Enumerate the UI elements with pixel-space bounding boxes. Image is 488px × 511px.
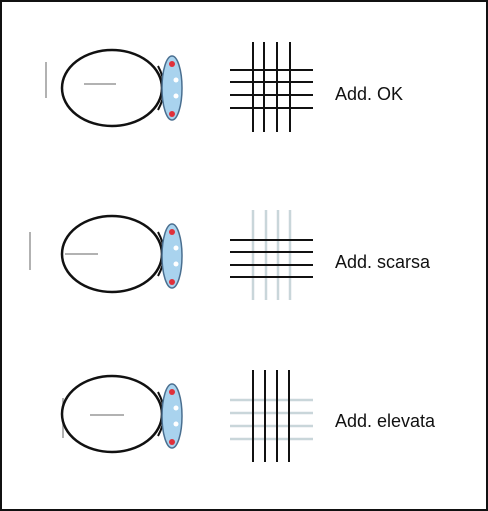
white-dot (173, 261, 179, 267)
white-dot (173, 93, 179, 99)
grid-vertical-lines (252, 370, 290, 462)
row-label: Add. scarsa (335, 252, 431, 272)
grid-vertical-lines (251, 210, 292, 300)
grid-horizontal-lines (230, 398, 313, 441)
eye-globe (60, 374, 164, 454)
contact-lens (161, 223, 183, 289)
grid-horizontal-lines (230, 69, 313, 109)
eye-globe (60, 48, 164, 128)
red-dot-top (169, 229, 175, 235)
white-dot (173, 245, 179, 251)
white-dot (173, 77, 179, 83)
red-dot-bottom (169, 111, 175, 117)
red-dot-bottom (169, 439, 175, 445)
row-add-ok: Add. OK (45, 42, 403, 132)
white-dot (173, 421, 179, 427)
row-label: Add. elevata (335, 411, 436, 431)
red-dot-top (169, 61, 175, 67)
row-label: Add. OK (335, 84, 403, 104)
contact-lens (161, 383, 183, 449)
red-dot-bottom (169, 279, 175, 285)
row-add-elevata: Add. elevata (60, 370, 436, 462)
red-dot-top (169, 389, 175, 395)
grid-vertical-lines (252, 42, 291, 132)
grid-horizontal-lines (230, 239, 313, 278)
row-add-scarsa: Add. scarsa (29, 210, 431, 300)
white-dot (173, 405, 179, 411)
contact-lens (161, 55, 183, 121)
